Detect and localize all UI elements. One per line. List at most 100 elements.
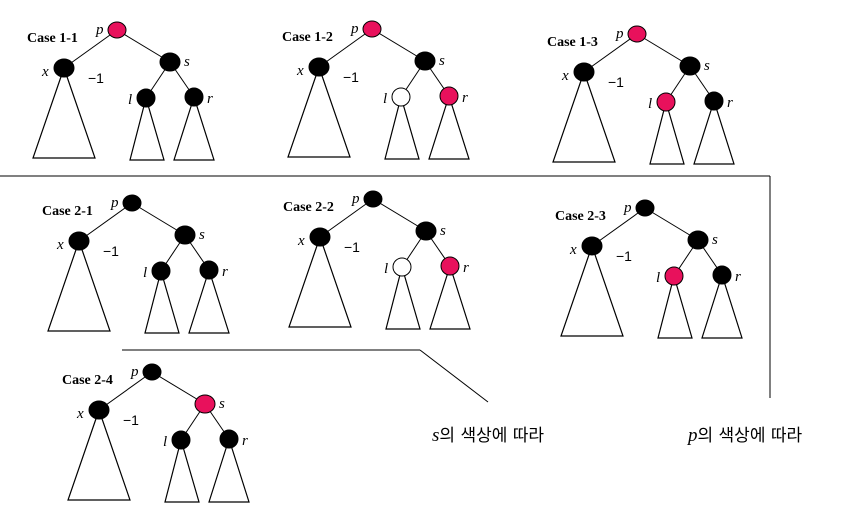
minus-one-label: −1 [88,70,104,86]
node-s [687,230,709,250]
node-r [704,91,724,111]
node-r [199,260,219,280]
minus-one-label: −1 [103,243,119,259]
var-label-x: x [297,233,305,249]
var-label-x: x [56,237,64,253]
var-label-p: p [130,364,139,380]
tree-edge [644,207,699,241]
caption-by-s: s의 색상에 따라 [432,425,544,446]
subtree-triangle-l [144,268,180,334]
caption-by-p: p의 색상에 따라 [686,425,803,446]
subtree-triangle-l [384,94,420,160]
node-x [581,236,603,256]
tree-edge [372,198,427,232]
node-s [159,52,181,72]
var-label-s: s [440,223,446,239]
subtree-triangle-x [67,408,131,501]
node-x [573,62,595,82]
node-l [664,266,684,286]
node-l [136,88,156,108]
tree-edge [131,202,186,236]
node-p [107,21,127,39]
case-label: Case 2-4 [62,373,113,388]
node-l [656,92,676,112]
node-r [184,87,204,107]
subtree-triangle-l [164,437,200,503]
tree-edge [63,29,118,69]
var-label-l: l [656,270,660,286]
tree-edge [151,371,206,405]
var-label-r: r [463,260,469,276]
node-x [68,231,90,251]
var-label-l: l [143,265,147,281]
var-label-r: r [727,95,733,111]
node-l [171,430,191,450]
node-x [88,400,110,420]
var-label-p: p [110,195,119,211]
caption-by-s-var: s [432,425,439,446]
var-label-r: r [222,264,228,280]
tree-edge [591,207,646,247]
node-p [635,199,655,217]
subtree-triangle-r [429,264,471,330]
subtree-triangle-r [428,94,470,160]
subtree-triangle-r [188,268,230,334]
separator-diagonal [419,349,489,403]
node-l [392,257,412,277]
var-label-p: p [95,22,104,38]
var-label-l: l [163,434,167,450]
subtree-triangle-r [693,99,735,165]
subtree-triangle-x [288,235,352,328]
case-label: Case 1-1 [27,31,78,46]
tree-edge [78,202,133,242]
tree-edge [98,371,153,411]
subtree-triangle-r [208,437,250,503]
var-label-l: l [383,91,387,107]
subtree-triangle-x [560,244,624,337]
subtree-triangle-l [129,95,165,161]
var-label-p: p [350,21,359,37]
var-label-s: s [219,396,225,412]
var-label-s: s [439,53,445,69]
node-p [362,20,382,38]
node-l [151,261,171,281]
minus-one-label: −1 [343,69,359,85]
node-x [308,57,330,77]
node-r [219,429,239,449]
node-p [363,190,383,208]
node-s [414,51,436,71]
node-r [440,256,460,276]
caption-by-p-var: p [686,425,698,446]
node-l [391,87,411,107]
subtree-triangle-x [32,66,96,159]
var-label-p: p [351,191,360,207]
minus-one-label: −1 [123,412,139,428]
var-label-r: r [735,269,741,285]
case-label: Case 1-2 [282,30,333,45]
case-label: Case 2-3 [555,209,606,224]
minus-one-label: −1 [344,239,360,255]
subtree-triangle-x [47,239,111,332]
tree-edge [371,28,426,62]
node-r [712,265,732,285]
subtree-triangle-x [287,65,351,158]
var-label-l: l [384,261,388,277]
var-label-s: s [704,58,710,74]
node-s [194,394,216,414]
node-x [309,227,331,247]
var-label-l: l [648,96,652,112]
node-p [122,194,142,212]
subtree-triangle-r [173,95,215,161]
var-label-x: x [296,63,304,79]
tree-edge [583,33,638,73]
tree-edge [319,198,374,238]
